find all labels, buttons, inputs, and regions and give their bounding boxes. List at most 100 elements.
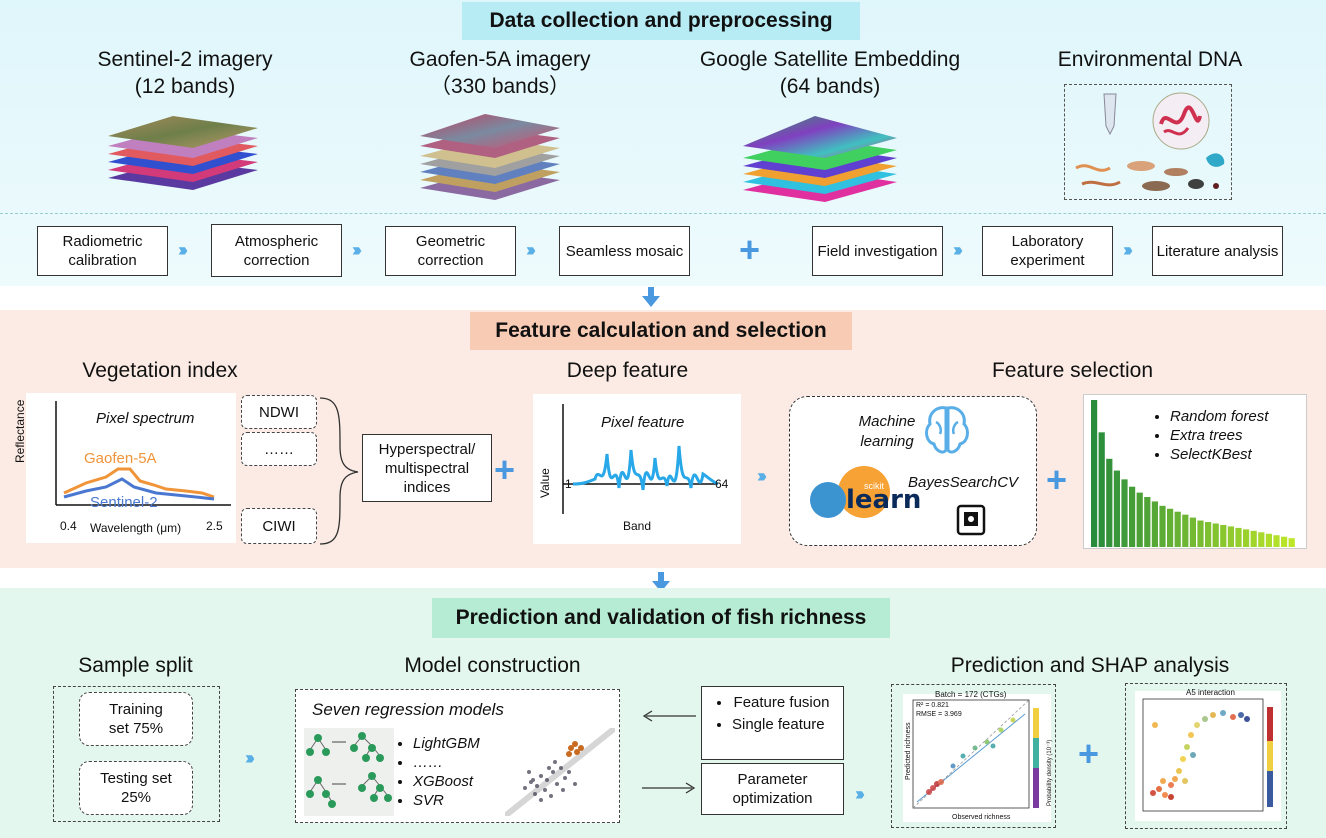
rmse-label: RMSE = 3.969 <box>916 711 962 718</box>
brace-icon <box>319 397 359 545</box>
importance-bar <box>1167 508 1174 547</box>
source-sentinel2: Sentinel-2 imagery (12 bands) <box>60 46 310 100</box>
feature-fusion-box: Feature fusion Single feature <box>701 686 844 760</box>
value-axis-label: Value <box>538 468 552 498</box>
learn-logo-text: learn <box>846 485 922 515</box>
pixel-feature-chart <box>562 404 719 514</box>
x-max-label: 2.5 <box>206 519 223 533</box>
edna-illustration <box>1075 92 1225 191</box>
importance-bar <box>1227 526 1234 547</box>
svr-scatter-icon <box>505 728 615 816</box>
model-xgboost: XGBoost <box>413 772 505 791</box>
scatter-title: Batch = 172 (CTGs) <box>935 690 1007 699</box>
model-ellipsis: …… <box>413 753 505 772</box>
importance-bar <box>1113 470 1120 547</box>
source-google-embedding: Google Satellite Embedding (64 bands) <box>680 46 980 100</box>
machine-learning-label: Machine learning <box>858 413 916 450</box>
section-title-feature-calculation: Feature calculation and selection <box>470 312 852 350</box>
importance-bar <box>1258 532 1265 547</box>
sentinel2-stack-image <box>108 116 258 190</box>
reflectance-axis-label: Reflectance <box>13 399 27 463</box>
scikit-learn-logo <box>810 466 890 518</box>
index-ndwi: NDWI <box>241 395 317 429</box>
source-name: Sentinel-2 imagery <box>97 48 273 71</box>
importance-bar <box>1151 501 1158 547</box>
decision-tree-icon <box>304 728 394 816</box>
importance-bar <box>1182 514 1189 547</box>
importance-bar <box>1243 529 1250 547</box>
option-single-feature: Single feature <box>732 715 843 734</box>
chevron-right-icon: ››› <box>178 240 188 260</box>
source-name: Environmental DNA <box>1057 48 1243 71</box>
step-radiometric-calibration: Radiometric calibration <box>37 226 168 276</box>
importance-bar <box>1281 536 1288 547</box>
scikit-small-text: scikit <box>864 481 884 491</box>
importance-bar <box>1121 479 1128 547</box>
importance-bar <box>1189 517 1196 547</box>
band-max-label: 64 <box>715 477 729 491</box>
seven-models-title: Seven regression models <box>312 700 504 719</box>
r2-label: R² = 0.821 <box>916 702 949 709</box>
importance-bar <box>1091 400 1098 547</box>
source-bands: （330 bands） <box>429 75 571 98</box>
importance-bar <box>1197 520 1204 547</box>
model-lightgbm: LightGBM <box>413 734 505 753</box>
wavelength-axis-label: Wavelength (μm) <box>90 521 182 535</box>
shap-frame <box>1125 683 1287 829</box>
prediction-scatter-chart <box>903 694 1051 822</box>
chevron-right-icon: ››› <box>1123 240 1133 260</box>
source-bands: (64 bands) <box>779 75 881 98</box>
importance-bar <box>1235 527 1242 547</box>
step-atmospheric-correction: Atmospheric correction <box>211 224 342 277</box>
pixel-feature-line <box>572 445 719 491</box>
scatter-xlabel: Observed richness <box>952 814 1011 821</box>
method-random-forest: Random forest <box>1170 407 1272 426</box>
band-axis-label: Band <box>623 519 652 533</box>
band-min-label: 1 <box>565 477 572 491</box>
pixel-feature-title: Pixel feature <box>601 414 685 431</box>
importance-bar <box>1098 432 1105 547</box>
importance-bar <box>1136 492 1143 547</box>
bayessearchcv-label: BayesSearchCV <box>908 474 1019 491</box>
sample-split-frame <box>53 686 220 822</box>
sentinel2-spectrum-line <box>63 477 215 501</box>
importance-bar <box>1265 533 1272 547</box>
plus-icon: + <box>1078 733 1100 774</box>
index-ciwi: CIWI <box>241 508 317 544</box>
feature-selection-heading: Feature selection <box>991 359 1154 382</box>
plus-icon: + <box>739 229 761 270</box>
step-seamless-mosaic: Seamless mosaic <box>559 226 690 276</box>
source-name: Google Satellite Embedding <box>699 48 961 71</box>
chevron-right-icon: ››› <box>953 240 963 260</box>
sample-split-heading: Sample split <box>78 654 193 677</box>
step-laboratory-experiment: Laboratory experiment <box>982 226 1113 276</box>
chevron-right-icon: ››› <box>526 240 536 260</box>
source-gaofen5a: Gaofen-5A imagery （330 bands） <box>375 46 625 100</box>
source-name: Gaofen-5A imagery <box>409 48 591 71</box>
divider-line <box>0 213 1326 214</box>
x-min-label: 0.4 <box>60 519 77 533</box>
arrow-left-icon <box>642 710 696 722</box>
importance-bar <box>1129 486 1136 547</box>
scatter-ylabel: Predicted richness <box>905 722 912 780</box>
section-title-prediction: Prediction and validation of fish richne… <box>432 598 890 638</box>
google-embedding-stack-image <box>743 116 897 202</box>
importance-bar <box>1250 530 1257 547</box>
importance-bar <box>1106 458 1113 547</box>
chevron-right-icon: ››› <box>757 466 767 486</box>
arrow-down-icon <box>642 287 660 307</box>
vegetation-index-heading: Vegetation index <box>82 359 238 382</box>
pixel-feature-panel <box>533 394 741 544</box>
selection-methods-list: Random forest Extra trees SelectKBest <box>1152 407 1272 464</box>
chevron-right-icon: ››› <box>245 748 255 768</box>
pixel-spectrum-chart <box>55 401 231 506</box>
importance-bar <box>1174 511 1181 547</box>
training-set-box: Training set 75% <box>79 692 193 746</box>
importance-bar <box>1220 524 1227 547</box>
deep-feature-heading: Deep feature <box>566 359 689 382</box>
gaofen5a-series-label: Gaofen-5A <box>84 450 157 467</box>
source-edna: Environmental DNA <box>1030 46 1270 73</box>
model-list: LightGBM …… XGBoost SVR <box>395 734 505 810</box>
section-title-data-collection: Data collection and preprocessing <box>462 2 860 40</box>
feature-importance-chart <box>1091 400 1295 547</box>
